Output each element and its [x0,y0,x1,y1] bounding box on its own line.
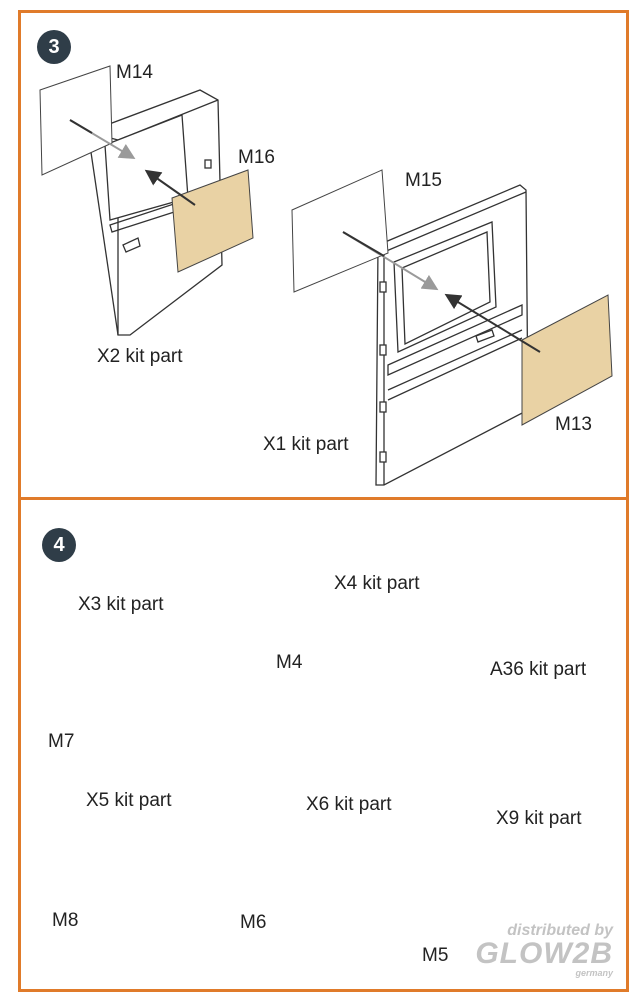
label-m13: M13 [555,414,592,435]
label-m4: M4 [276,652,303,673]
watermark-line3: germany [575,968,613,978]
label-m15: M15 [405,170,442,191]
label-m16: M16 [238,147,275,168]
arrow-m13 [444,293,541,353]
label-m8: M8 [52,910,79,931]
label-x6: X6 kit part [306,794,392,815]
mask-m16 [171,169,254,273]
label-x3: X3 kit part [78,594,164,615]
step-3-badge: 3 [37,30,71,64]
label-m6: M6 [240,912,267,933]
arrow-m16 [144,169,196,206]
label-x9: X9 kit part [496,808,582,829]
label-a36: A36 kit part [490,659,587,680]
door-x2 [87,89,223,336]
mask-m13 [521,294,613,426]
mask-m14 [39,65,113,176]
label-m7: M7 [48,731,75,752]
watermark-line2: GLOW2B [475,937,613,970]
label-x4: X4 kit part [334,573,420,594]
label-m14: M14 [116,62,153,83]
label-x5: X5 kit part [86,790,172,811]
watermark: distributed by GLOW2B germany [475,923,613,978]
label-m5: M5 [422,945,449,966]
step-4-badge: 4 [42,528,76,562]
label-x1: X1 kit part [263,434,349,455]
label-x2: X2 kit part [97,346,183,367]
step-4-panel [18,497,629,992]
mask-m15 [291,169,389,293]
door-x1 [375,184,529,486]
watermark-line1: distributed by [507,922,613,939]
